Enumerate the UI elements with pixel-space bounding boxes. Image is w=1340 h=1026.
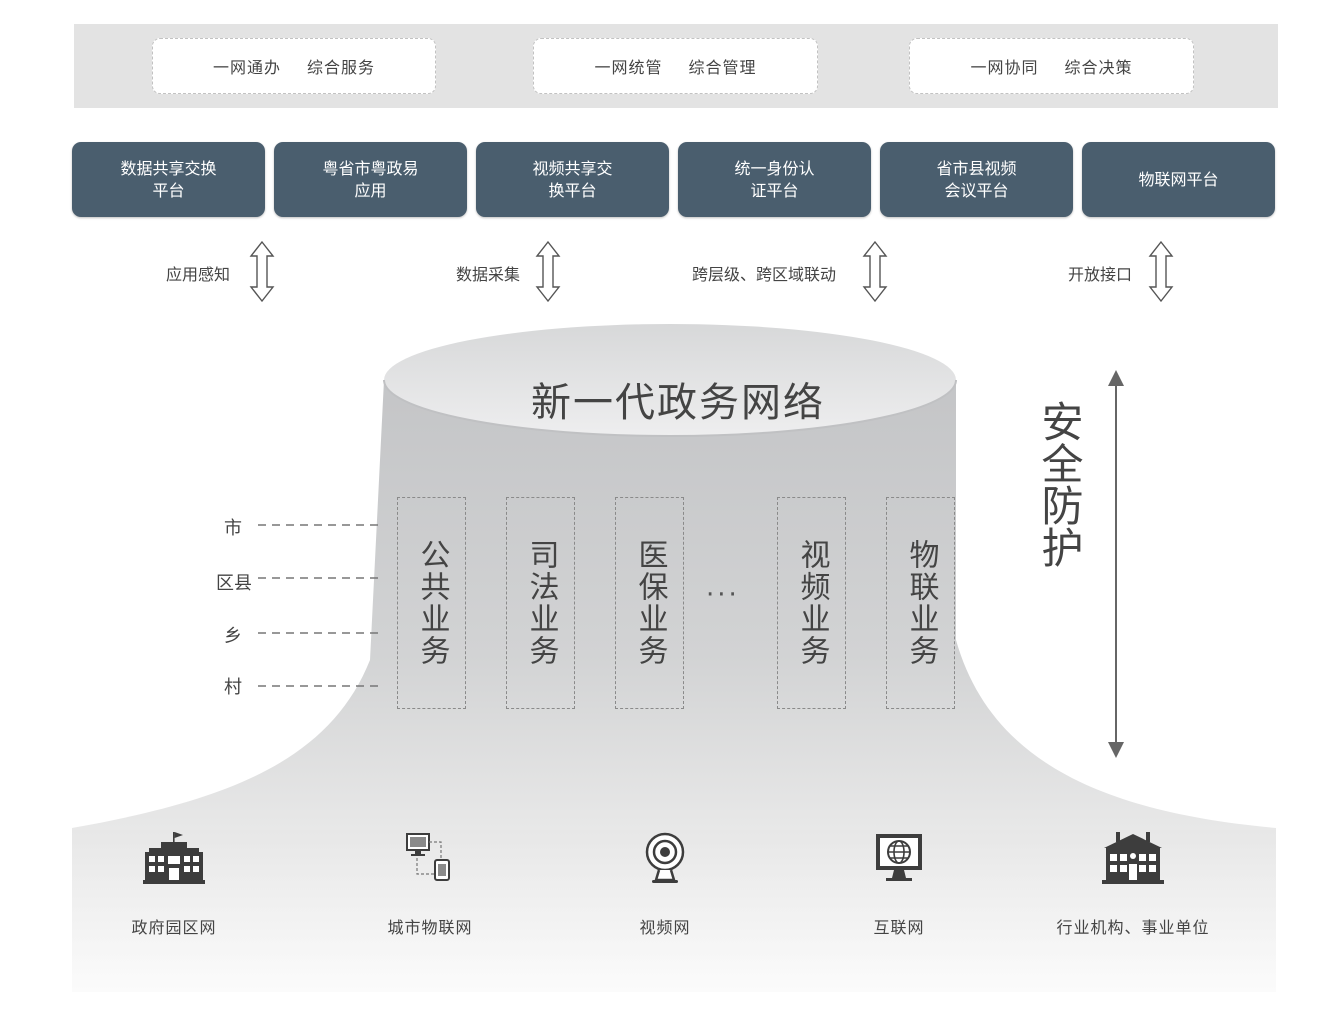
level-city: 市: [224, 518, 242, 539]
platform-1-line1: 数据共享交换: [120, 158, 217, 178]
top-service-3-right: 综合决策: [1064, 58, 1133, 77]
business-public: 公共业务: [397, 497, 466, 709]
core-network-title: 新一代政务网络: [531, 380, 825, 426]
business-video: 视频业务: [777, 497, 846, 709]
security-label: 安全防护: [1035, 400, 1084, 568]
platform-video-exchange: 视频共享交 换平台: [476, 142, 669, 217]
platform-2-line1: 粤省市粤政易: [322, 158, 419, 178]
double-arrow-4: [1148, 240, 1174, 303]
platform-5-line2: 会议平台: [944, 180, 1009, 200]
network-government-park-label: 政府园区网: [131, 918, 217, 937]
top-service-2-left: 一网统管: [594, 58, 663, 77]
network-internet-label: 互联网: [873, 918, 925, 937]
platform-1-line2: 平台: [152, 180, 185, 200]
network-internet: 互联网: [799, 830, 999, 938]
business-judicial-label: 司法业务: [523, 539, 559, 667]
platform-4-line1: 统一身份认: [734, 158, 815, 178]
business-judicial: 司法业务: [506, 497, 575, 709]
top-service-card-1: 一网通办 综合服务: [152, 38, 436, 94]
connector-label-1: 应用感知: [166, 265, 231, 284]
level-town: 乡: [224, 626, 242, 647]
business-iot: 物联业务: [886, 497, 955, 709]
government-building-icon: [143, 832, 205, 884]
platform-5-line1: 省市县视频: [936, 158, 1017, 178]
business-video-label: 视频业务: [794, 539, 830, 667]
cylinder-top: [384, 324, 956, 436]
network-institutions: 行业机构、事业单位: [1033, 830, 1233, 938]
network-video: 视频网: [565, 830, 765, 938]
platform-3-line1: 视频共享交: [532, 158, 613, 178]
webcam-icon: [645, 832, 685, 883]
top-service-3-left: 一网协同: [970, 58, 1039, 77]
network-city-iot-label: 城市物联网: [387, 918, 473, 937]
top-service-2-right: 综合管理: [688, 58, 757, 77]
top-service-card-3: 一网协同 综合决策: [909, 38, 1194, 94]
level-village: 村: [224, 677, 242, 698]
internet-monitor-icon: [876, 834, 922, 881]
network-video-label: 视频网: [639, 918, 691, 937]
top-service-1-right: 综合服务: [307, 58, 376, 77]
platform-4-line2: 证平台: [750, 180, 799, 200]
network-government-park: 政府园区网: [74, 830, 274, 938]
network-institutions-label: 行业机构、事业单位: [1056, 918, 1210, 937]
double-arrow-1: [249, 240, 275, 303]
business-medical-insurance: 医保业务: [615, 497, 684, 709]
connector-label-2: 数据采集: [456, 265, 521, 284]
platform-video-conference: 省市县视频 会议平台: [880, 142, 1073, 217]
connector-label-4: 开放接口: [1068, 265, 1133, 284]
security-arrow: [1108, 370, 1124, 758]
network-city-iot: 城市物联网: [330, 830, 530, 938]
connector-label-3: 跨层级、跨区域联动: [692, 265, 837, 284]
iot-devices-icon: [406, 833, 450, 881]
double-arrow-2: [535, 240, 561, 303]
platform-yuezhengyi: 粤省市粤政易 应用: [274, 142, 467, 217]
business-medical-label: 医保业务: [632, 539, 668, 667]
business-public-label: 公共业务: [414, 539, 450, 667]
business-iot-label: 物联业务: [903, 539, 939, 667]
platform-iot: 物联网平台: [1082, 142, 1275, 217]
level-district: 区县: [216, 573, 252, 594]
platform-3-line2: 换平台: [548, 180, 597, 200]
platform-identity-auth: 统一身份认 证平台: [678, 142, 871, 217]
double-arrow-3: [862, 240, 888, 303]
platform-6-line1: 物联网平台: [1138, 169, 1219, 189]
top-service-card-2: 一网统管 综合管理: [533, 38, 818, 94]
platform-data-exchange: 数据共享交换 平台: [72, 142, 265, 217]
institution-building-icon: [1102, 832, 1164, 884]
top-service-1-left: 一网通办: [212, 58, 281, 77]
platform-2-line2: 应用: [354, 180, 387, 200]
ellipsis: ···: [706, 580, 740, 610]
